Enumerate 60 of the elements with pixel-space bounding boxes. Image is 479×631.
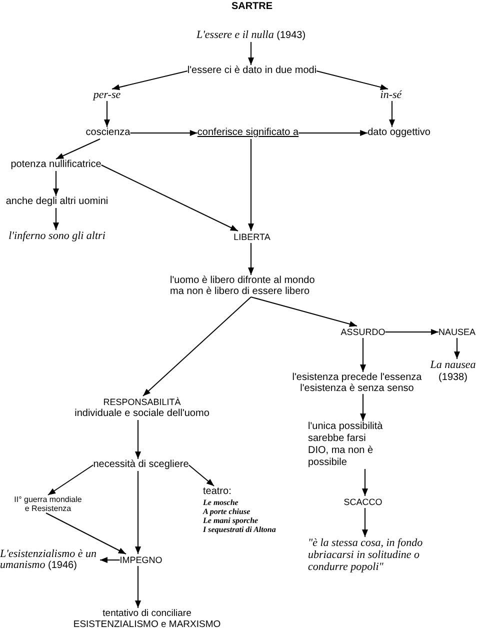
arrow — [188, 464, 214, 486]
concept-label: coscienza — [86, 127, 130, 139]
arrow — [298, 130, 368, 136]
arrow — [316, 70, 388, 90]
concept-label: l'esistenza precede l'essenza l'esistenza è senza senso — [291, 372, 423, 394]
quote-text: "è la stessa cosa, in fondo ubriacarsi in solitudine o condurre popoli" — [308, 537, 424, 573]
concept-label: l'essere ci è dato in due modi — [187, 65, 317, 77]
concept-label: SCACCO — [344, 496, 382, 508]
play-title: I sequestrati di Altona — [203, 525, 276, 534]
arrow — [248, 138, 254, 232]
arrow — [384, 329, 439, 335]
concept-label: NAUSEA — [438, 326, 476, 338]
concept-label: teatro: — [203, 486, 232, 498]
arrow — [248, 42, 254, 66]
concept-label: dato oggettivo — [368, 127, 430, 139]
concept-label: l'uomo è libero difronte al mondo ma non è libero di essere libero — [170, 275, 316, 297]
concept-label: IMPEGNO — [120, 554, 162, 566]
concept-label: individuale e sociale dell'uomo — [74, 408, 210, 420]
arrow — [362, 468, 368, 496]
arrow — [135, 470, 141, 554]
concept-label: in-sé — [380, 89, 402, 101]
concept-label: ASSURDO — [340, 326, 386, 338]
arrow — [53, 170, 59, 196]
concept-label: II° guerra mondiale e Resistenza — [13, 495, 83, 513]
arrow — [100, 557, 120, 563]
arrow — [360, 338, 366, 372]
concept-label: LIBERTA — [234, 231, 270, 243]
play-title: Le mani sporche — [203, 516, 260, 525]
arrow — [142, 296, 252, 396]
book-title: La nausea (1938) — [429, 359, 477, 384]
concept-label: l'unica possibilità sarebbe farsi DIO, ma non è possibile — [308, 421, 384, 469]
concept-label: necessità di scegliere — [93, 459, 189, 471]
concept-label: tentativo di conciliare ESISTENZIALISMO e MARXISMO — [72, 608, 222, 630]
concept-label: anche degli altri uomini — [6, 196, 108, 208]
book-title: L'essere e il nulla (1943) — [196, 29, 306, 42]
concept-label: conferisce significato a — [197, 127, 299, 139]
arrow — [362, 508, 368, 538]
arrow — [100, 164, 238, 232]
arrow — [56, 138, 100, 160]
arrow — [454, 338, 460, 360]
play-title: Le mosche — [203, 498, 240, 507]
arrow — [135, 566, 141, 608]
book-title: L'esistenzialismo è un umanismo (1946) — [0, 549, 98, 571]
arrow — [135, 420, 141, 460]
concept-label: per-se — [93, 89, 121, 101]
heading-label: RESPONSABILITÀ — [102, 396, 182, 408]
arrow — [250, 296, 358, 327]
diagram-title: SARTRE — [231, 1, 273, 13]
arrow — [112, 70, 188, 90]
arrow — [130, 130, 198, 136]
play-title: A porte chiuse — [203, 507, 252, 516]
arrow — [104, 100, 110, 128]
arrow — [360, 394, 366, 422]
arrow — [248, 242, 254, 276]
arrow — [389, 100, 395, 128]
arrow — [46, 512, 126, 554]
arrow — [53, 208, 59, 230]
concept-label: potenza nullificatrice — [10, 159, 102, 171]
quote-text: l'inferno sono gli altri — [8, 230, 106, 242]
arrow — [48, 464, 94, 496]
